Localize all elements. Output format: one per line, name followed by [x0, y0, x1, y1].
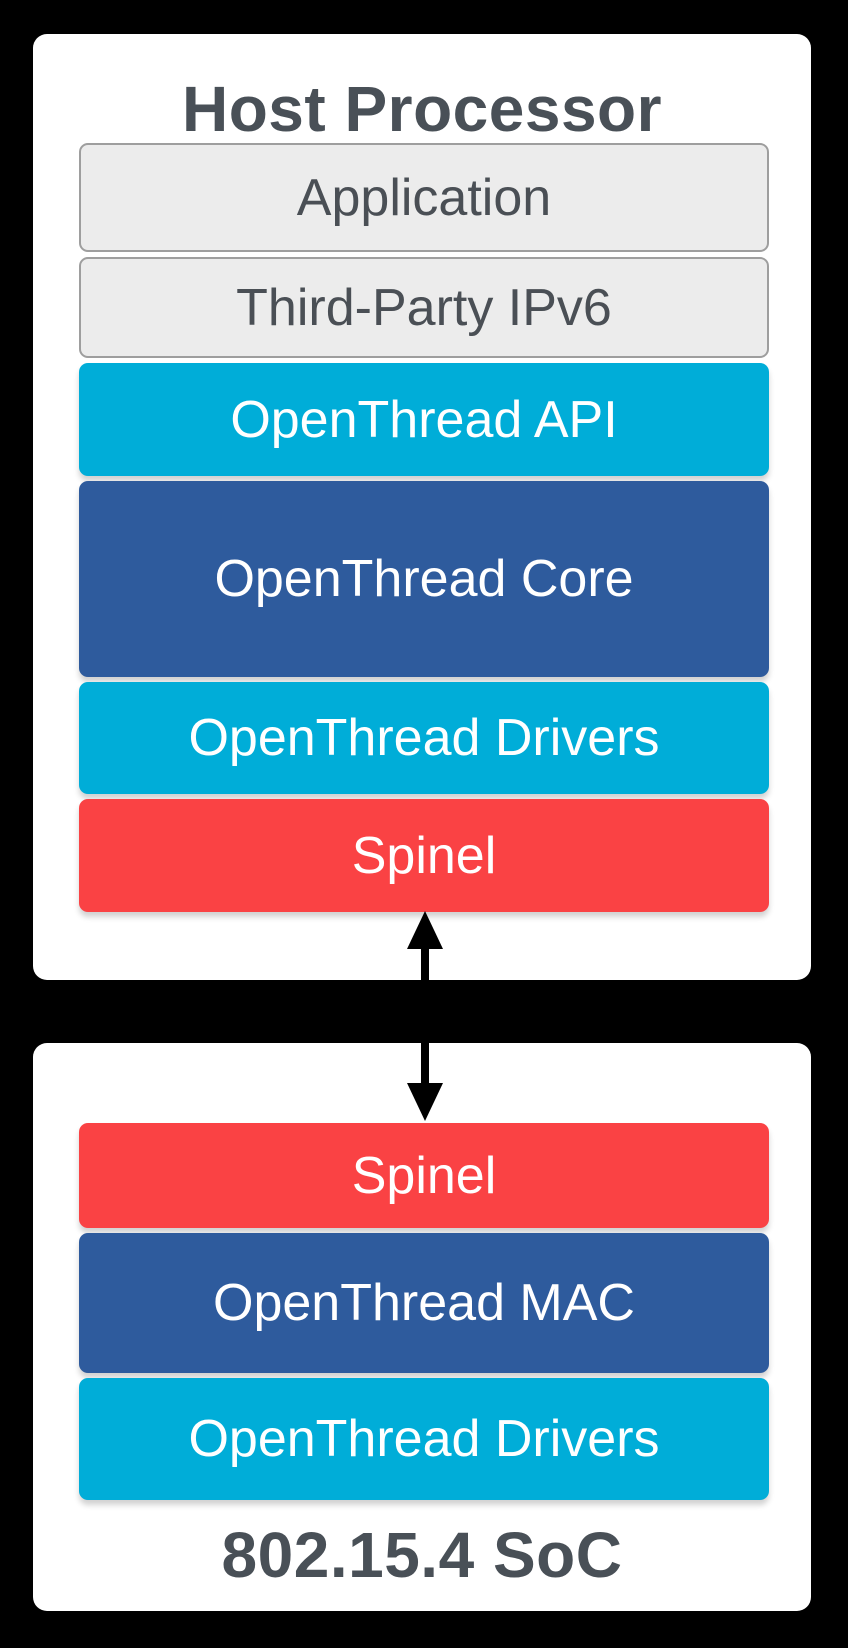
layer-openthread-mac: OpenThread MAC [79, 1233, 769, 1373]
layer-third-party-ipv6: Third-Party IPv6 [79, 257, 769, 358]
layer-openthread-core-label: OpenThread Core [214, 550, 634, 608]
host-layer-stack: Application Third-Party IPv6 OpenThread … [79, 143, 769, 917]
layer-third-party-ipv6-label: Third-Party IPv6 [236, 278, 612, 337]
layer-openthread-drivers-soc-label: OpenThread Drivers [188, 1410, 660, 1468]
layer-openthread-mac-label: OpenThread MAC [213, 1274, 635, 1332]
layer-openthread-drivers-host-label: OpenThread Drivers [188, 709, 660, 767]
layer-openthread-api-label: OpenThread API [230, 390, 618, 449]
host-processor-panel: Host Processor Application Third-Party I… [33, 34, 811, 980]
layer-openthread-drivers-host: OpenThread Drivers [79, 682, 769, 794]
layer-application-label: Application [296, 168, 552, 227]
soc-title: 802.15.4 SoC [221, 1518, 623, 1591]
layer-spinel-soc: Spinel [79, 1123, 769, 1228]
soc-layer-stack: Spinel OpenThread MAC OpenThread Drivers [79, 1123, 769, 1505]
layer-openthread-drivers-soc: OpenThread Drivers [79, 1378, 769, 1500]
layer-spinel-host: Spinel [79, 799, 769, 912]
host-processor-title: Host Processor [181, 73, 663, 145]
layer-application: Application [79, 143, 769, 252]
layer-openthread-api: OpenThread API [79, 363, 769, 476]
layer-openthread-core: OpenThread Core [79, 481, 769, 677]
soc-panel: Spinel OpenThread MAC OpenThread Drivers… [33, 1043, 811, 1611]
layer-spinel-soc-label: Spinel [351, 1146, 497, 1205]
layer-spinel-host-label: Spinel [351, 826, 497, 885]
